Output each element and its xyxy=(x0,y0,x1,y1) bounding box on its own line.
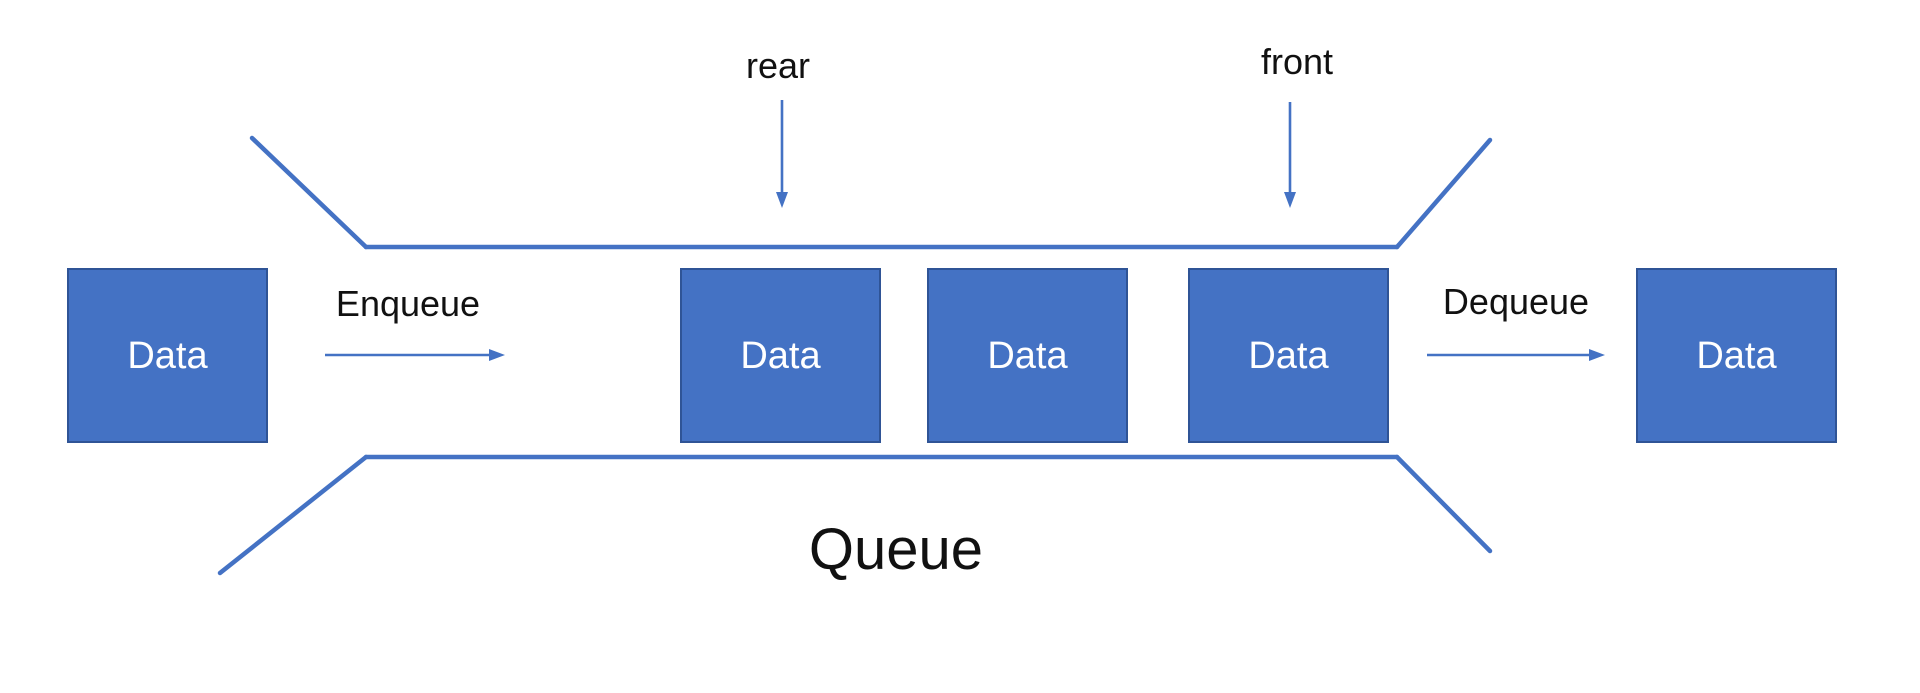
queue-top-left-funnel-line xyxy=(249,135,369,250)
queue-data-box-middle: Data xyxy=(927,268,1128,443)
outgoing-data-box: Data xyxy=(1636,268,1837,443)
rear-label: rear xyxy=(745,45,811,86)
front-label: front xyxy=(1260,41,1334,82)
dequeue-label: Dequeue xyxy=(1442,281,1590,322)
queue-bottom-right-funnel-line xyxy=(1394,454,1493,554)
queue-data-box-rear: Data xyxy=(680,268,881,443)
queue-top-right-funnel-line xyxy=(1394,137,1493,250)
incoming-data-box: Data xyxy=(67,268,268,443)
queue-data-box-front: Data xyxy=(1188,268,1389,443)
enqueue-label: Enqueue xyxy=(335,283,481,324)
queue-title: Queue xyxy=(808,517,984,582)
queue-bottom-left-funnel-line xyxy=(217,454,369,576)
